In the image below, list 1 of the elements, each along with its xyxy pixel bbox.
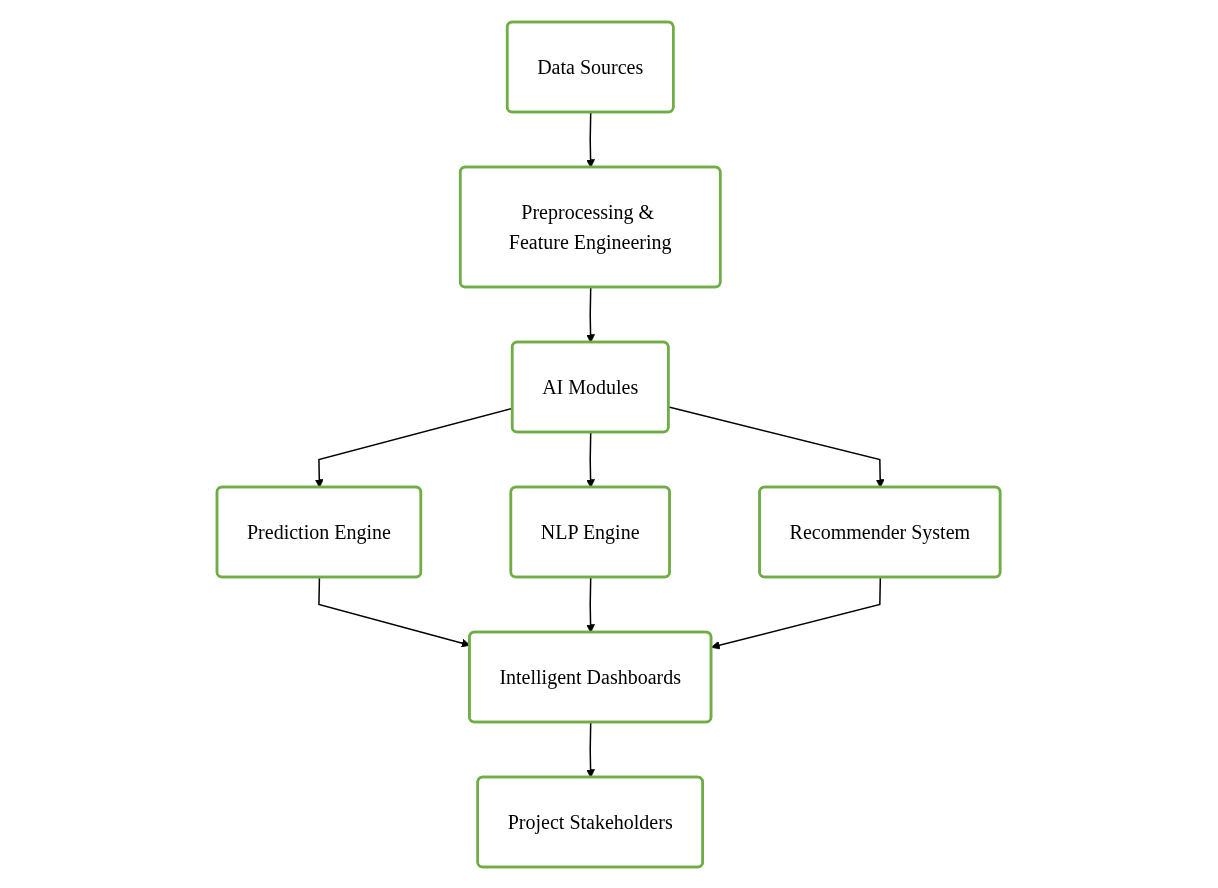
arrow bbox=[711, 576, 882, 650]
